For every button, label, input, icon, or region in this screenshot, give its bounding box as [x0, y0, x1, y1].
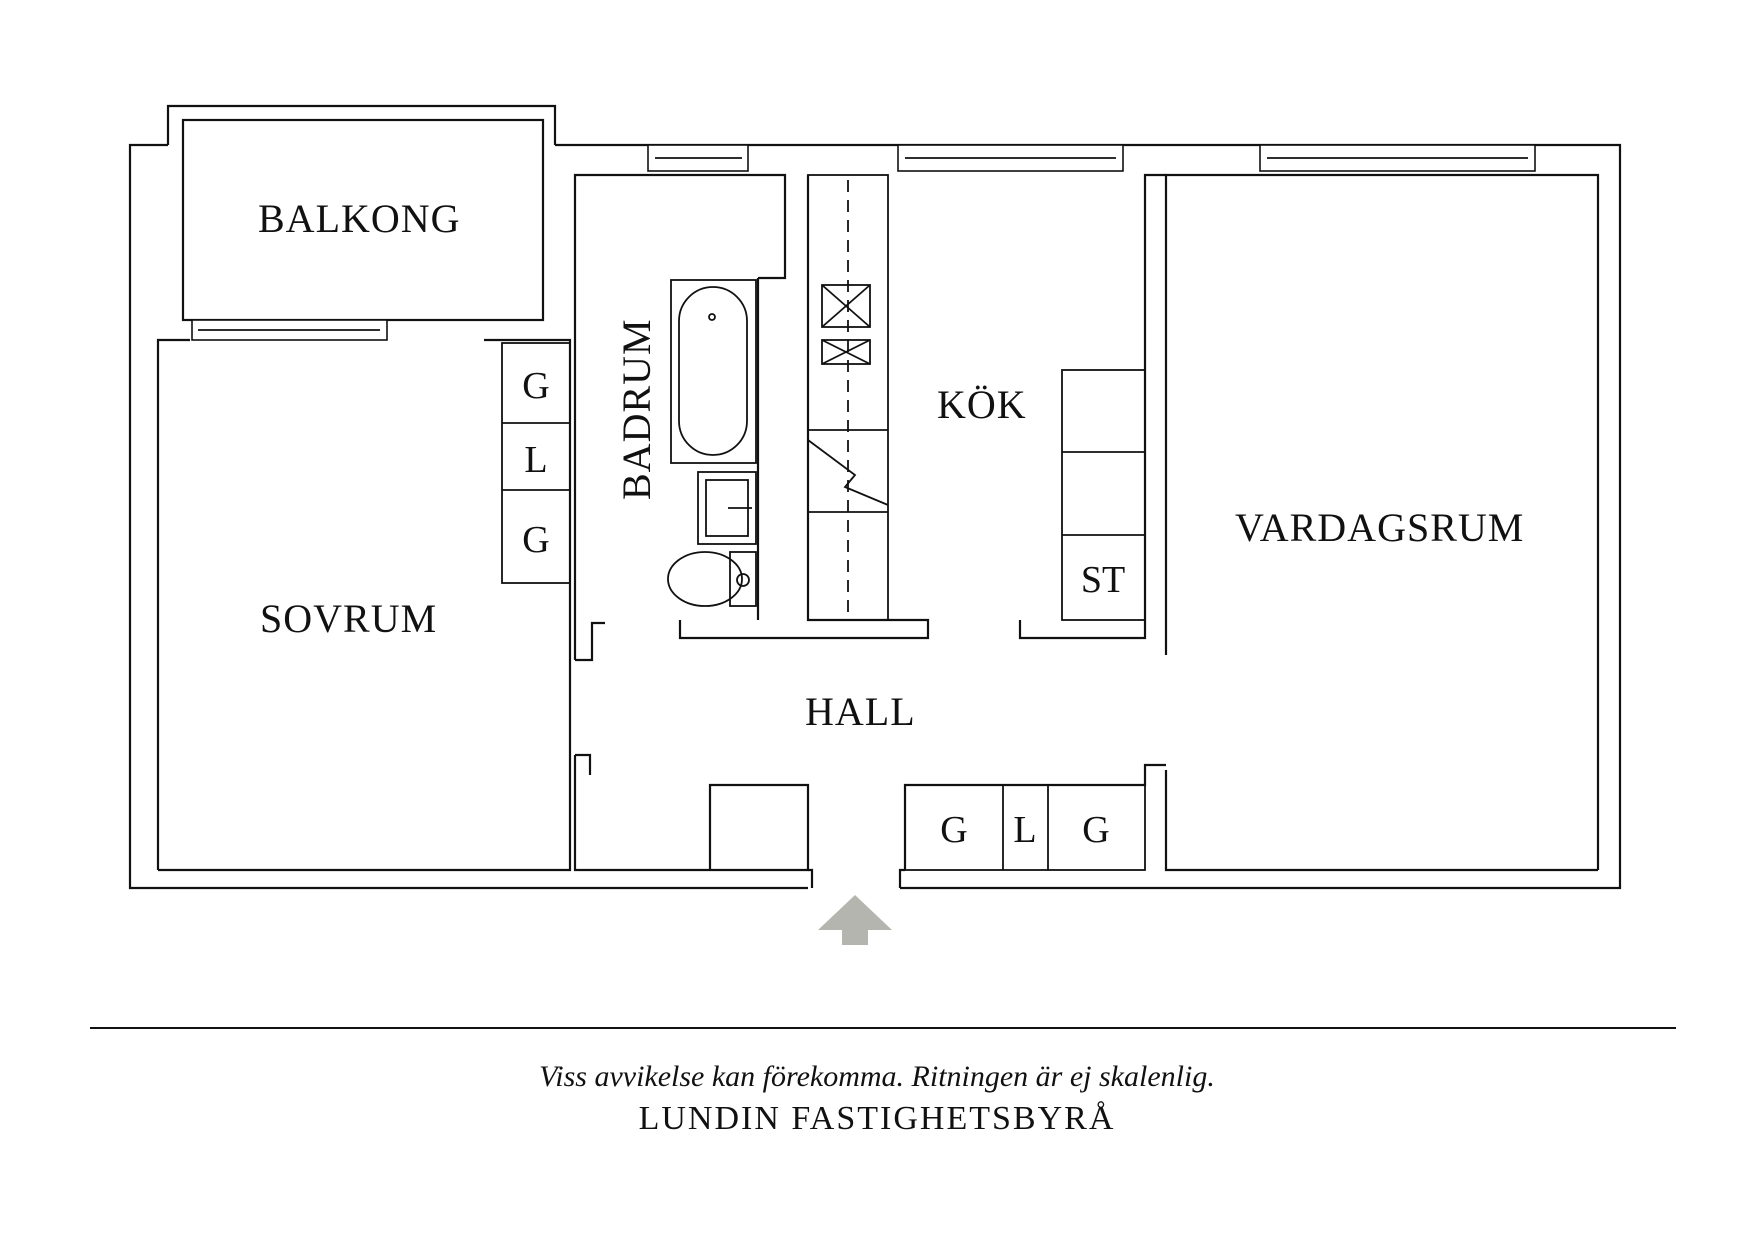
windows: [647, 144, 1536, 172]
toilet: [667, 551, 757, 607]
closet-label-bedroom-1: G: [522, 365, 549, 407]
closet-label-bedroom-2: L: [524, 439, 547, 481]
closet-label-hall-1: G: [940, 809, 967, 851]
room-label-hall: HALL: [805, 689, 916, 734]
bedroom-closets: [501, 342, 571, 584]
kitchen-counter: [807, 174, 889, 621]
closet-label-hall-3: G: [1082, 809, 1109, 851]
footer: Viss avvikelse kan förekomma. Ritningen …: [0, 1060, 1754, 1138]
bathtub: [670, 279, 757, 464]
company-name: LUNDIN FASTIGHETSBYRÅ: [638, 1100, 1116, 1137]
entrance-arrow-icon: [818, 895, 892, 945]
room-label-balkong: BALKONG: [258, 196, 461, 241]
closet-label-hall-2: L: [1013, 809, 1036, 851]
room-label-badrum: BADRUM: [614, 318, 659, 500]
room-label-vardagsrum: VARDAGSRUM: [1235, 505, 1524, 550]
closet-label-bedroom-3: G: [522, 519, 549, 561]
hall-closets: [904, 784, 1146, 871]
closet-label-st: ST: [1081, 559, 1125, 601]
room-label-sovrum: SOVRUM: [260, 596, 437, 641]
disclaimer-text: Viss avvikelse kan förekomma. Ritningen …: [539, 1060, 1215, 1093]
bathroom-walls: [573, 173, 1166, 662]
hall-walls: [573, 753, 1166, 888]
sink: [697, 471, 757, 545]
kitchen-cabinets: [1061, 369, 1146, 621]
room-label-kok: KÖK: [937, 382, 1027, 427]
